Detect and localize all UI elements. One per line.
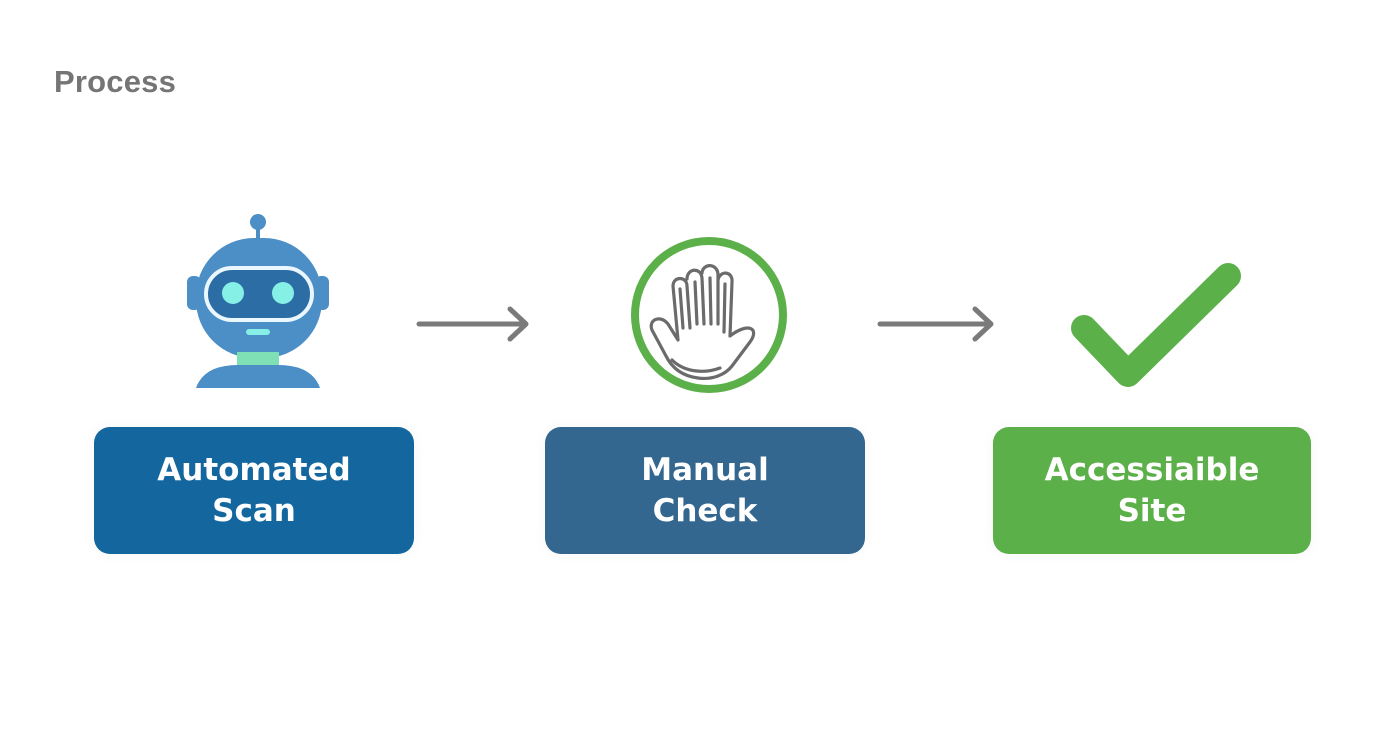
page-title: Process — [54, 64, 177, 99]
checkmark-icon — [1071, 263, 1241, 387]
step-label-line1: Accessiaible — [1044, 451, 1260, 488]
step-label-line2: Scan — [212, 492, 296, 529]
step-label-line1: Manual — [641, 451, 769, 488]
step-accessible-site: Accessiaible Site — [993, 427, 1311, 554]
robot-icon — [187, 214, 329, 388]
step-manual-check: Manual Check — [545, 427, 865, 554]
step-automated-scan: Automated Scan — [94, 427, 414, 554]
arrow-right-icon — [416, 306, 529, 342]
hand-icon — [631, 237, 787, 393]
step-label-line2: Check — [652, 492, 758, 529]
arrow-right-icon — [877, 306, 994, 342]
step-label-line2: Site — [1117, 492, 1187, 529]
step-label-line1: Automated — [157, 451, 351, 488]
